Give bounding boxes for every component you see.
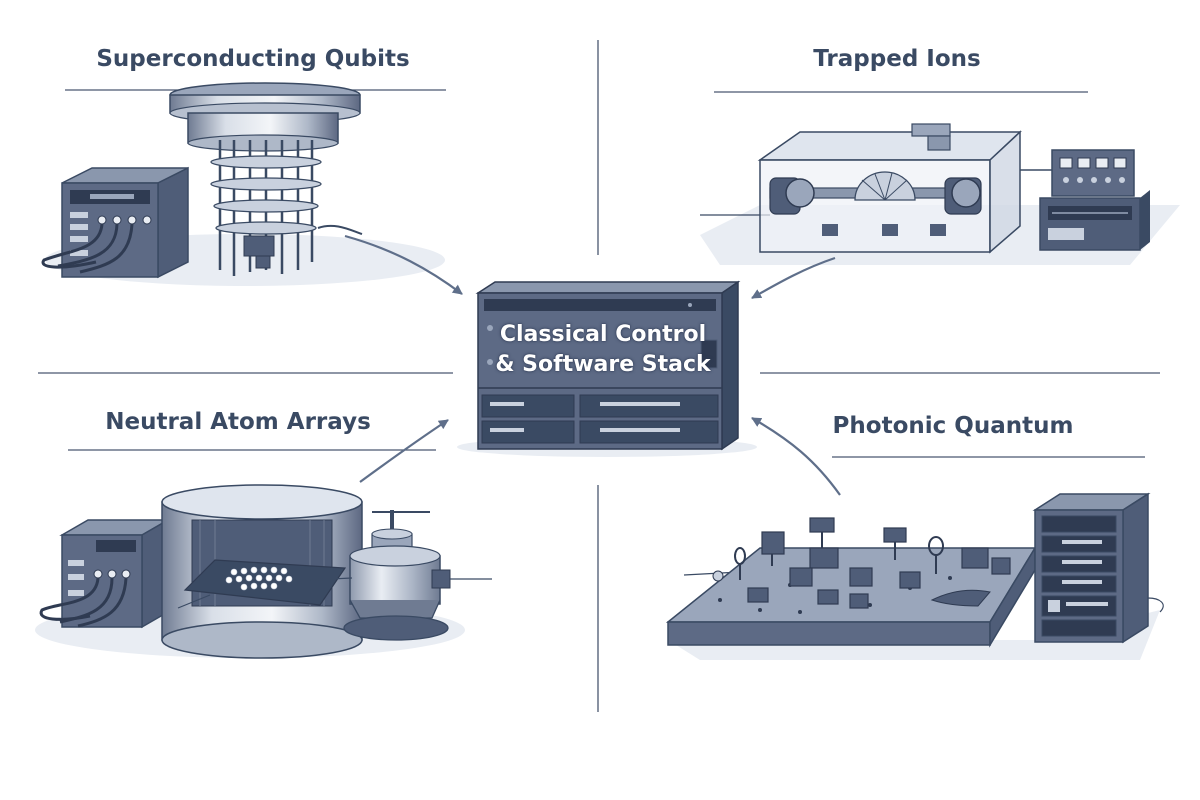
optical-table-icon [665, 492, 1164, 660]
quadrant-title-neutral-atoms: Neutral Atom Arrays [105, 409, 371, 435]
central-label-line1: Classical Control [499, 322, 707, 347]
cryostat-assembly [169, 82, 363, 276]
quadrant-title-trapped-ions: Trapped Ions [813, 46, 981, 72]
arrow-from-photonic [751, 417, 841, 496]
atom-array [225, 566, 293, 591]
floor-plate [668, 610, 1160, 660]
quadrant-dividers [38, 40, 1160, 712]
central-stack-label: Classical Control & Software Stack [483, 320, 723, 380]
dilution-refrigerator-icon [41, 82, 445, 286]
photonic-control-rack [1032, 492, 1164, 644]
trap-electronics [1020, 149, 1150, 251]
central-label-line2: & Software Stack [495, 352, 711, 377]
laser-control-box [39, 518, 171, 629]
arrow-from-superconducting [344, 234, 463, 295]
ion-trap-vacuum-chamber-icon [700, 123, 1180, 265]
atom-array-chamber-icon [35, 484, 492, 659]
control-electronics-box [41, 166, 189, 279]
quadrant-title-photonic: Photonic Quantum [832, 413, 1074, 439]
quadrant-title-superconducting: Superconducting Qubits [96, 46, 410, 72]
arrow-from-trapped-ions [751, 256, 836, 299]
arrow-from-neutral-atoms [359, 419, 449, 483]
vacuum-cylinder [161, 484, 363, 659]
vacuum-enclosure [757, 123, 1022, 254]
optical-table [665, 517, 1037, 648]
server-rack-icon [457, 280, 757, 457]
optics-stage [309, 510, 492, 641]
connection-arrows [344, 234, 841, 496]
